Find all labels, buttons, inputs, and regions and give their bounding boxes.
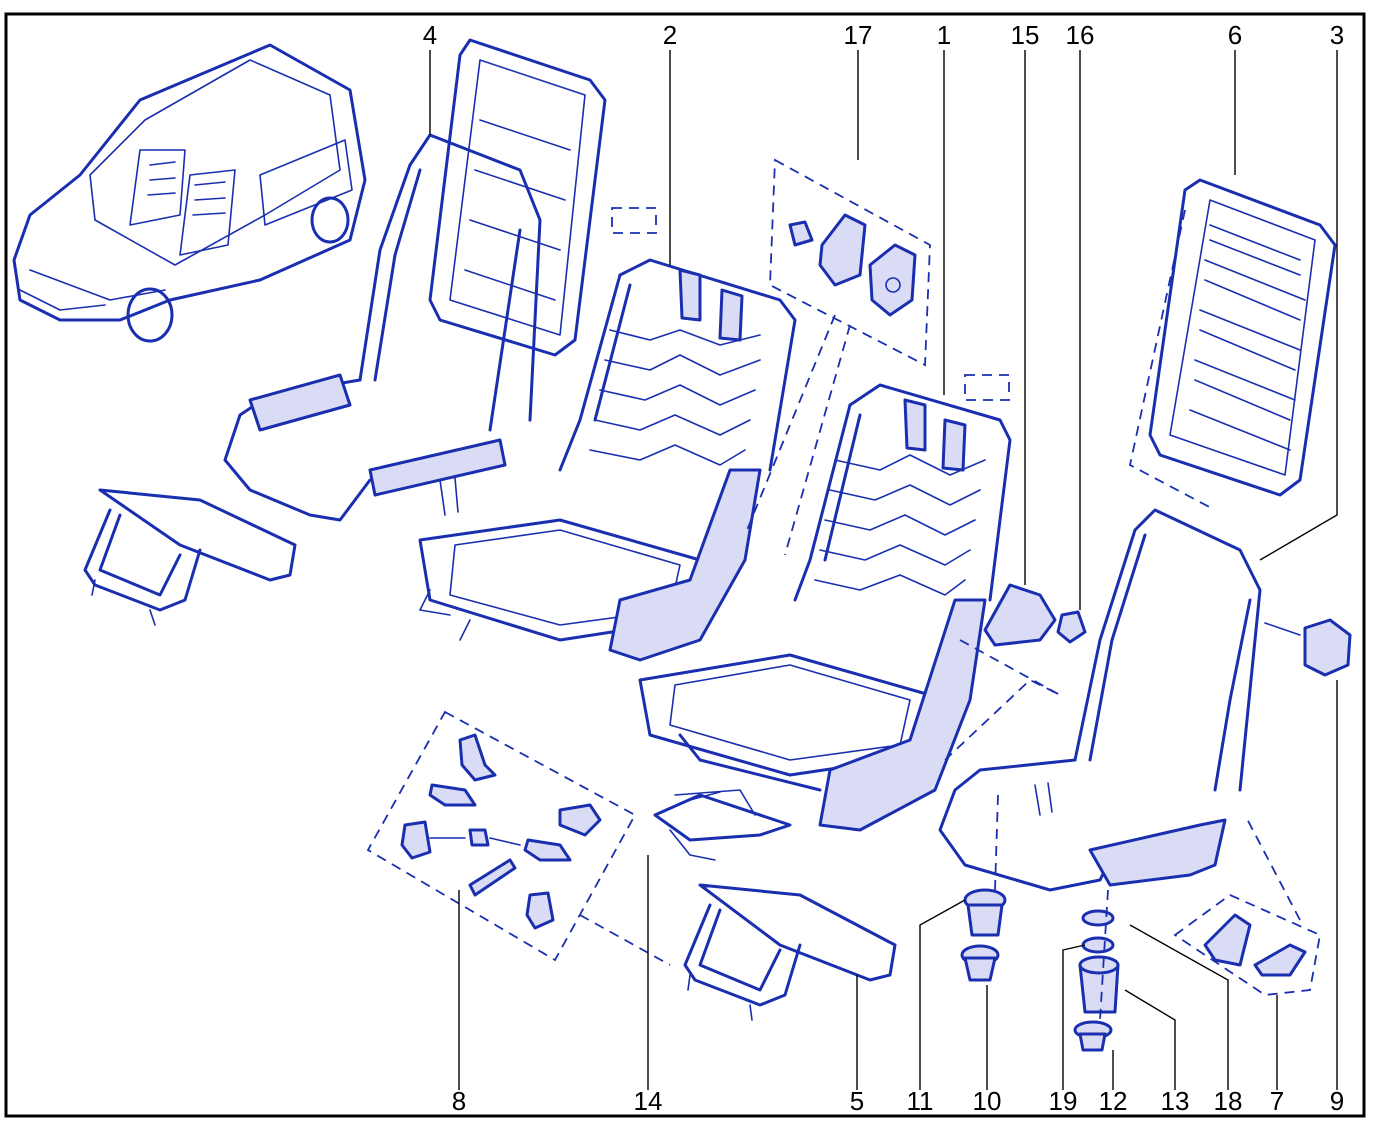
seat-back-frame-right	[938, 508, 1262, 892]
callout-19: 19	[1049, 1086, 1078, 1116]
callout-6: 6	[1228, 20, 1242, 50]
callout-13: 13	[1161, 1086, 1190, 1116]
callout-14: 14	[634, 1086, 663, 1116]
callout-15: 15	[1011, 20, 1040, 50]
callout-16: 16	[1066, 20, 1095, 50]
cover-cap	[1264, 618, 1352, 677]
knob-kit-group	[744, 158, 931, 556]
seat-back-frame-left	[223, 133, 542, 522]
washer-upper	[1081, 909, 1115, 927]
callout-9: 9	[1330, 1086, 1344, 1116]
fastener-kit-group	[366, 710, 671, 966]
diagram-border	[4, 12, 1366, 1118]
label-marker-right	[964, 374, 1010, 401]
vehicle-thumbnail	[12, 43, 367, 343]
callout-5: 5	[850, 1086, 864, 1116]
callout-1: 1	[937, 20, 951, 50]
bushing-lower	[960, 944, 1000, 982]
trim-cover-group	[1173, 814, 1322, 996]
callout-10: 10	[973, 1086, 1002, 1116]
seat-back-panel-right	[1128, 178, 1337, 511]
bushing-upper	[963, 888, 1007, 937]
callout-11: 11	[907, 1086, 934, 1116]
seat-bracket	[653, 789, 792, 861]
washer-lower	[1081, 936, 1115, 954]
seat-cushion-pan-right	[683, 883, 897, 1021]
seat-cushion-pan-left	[83, 488, 297, 626]
leader-lines	[429, 50, 1338, 1090]
seat-back-panel-left	[428, 38, 607, 357]
pivot-knob	[1056, 610, 1087, 644]
spacer-sleeve	[1078, 955, 1120, 1014]
callout-7: 7	[1270, 1086, 1284, 1116]
callout-12: 12	[1099, 1086, 1128, 1116]
label-marker-left	[611, 207, 657, 234]
recliner-handle	[983, 583, 1057, 647]
callout-18: 18	[1214, 1086, 1243, 1116]
seat-frame-right	[638, 383, 1012, 832]
callout-17: 17	[844, 20, 873, 50]
callout-4: 4	[423, 20, 437, 50]
callout-labels: 4 2 17 1 15 16 6 3 8 14 5 11 10 19 12 13…	[423, 20, 1344, 1116]
nut	[1073, 1020, 1113, 1052]
callout-3: 3	[1330, 20, 1344, 50]
seat-frame-middle	[418, 258, 797, 662]
callout-2: 2	[663, 20, 677, 50]
callout-8: 8	[452, 1086, 466, 1116]
